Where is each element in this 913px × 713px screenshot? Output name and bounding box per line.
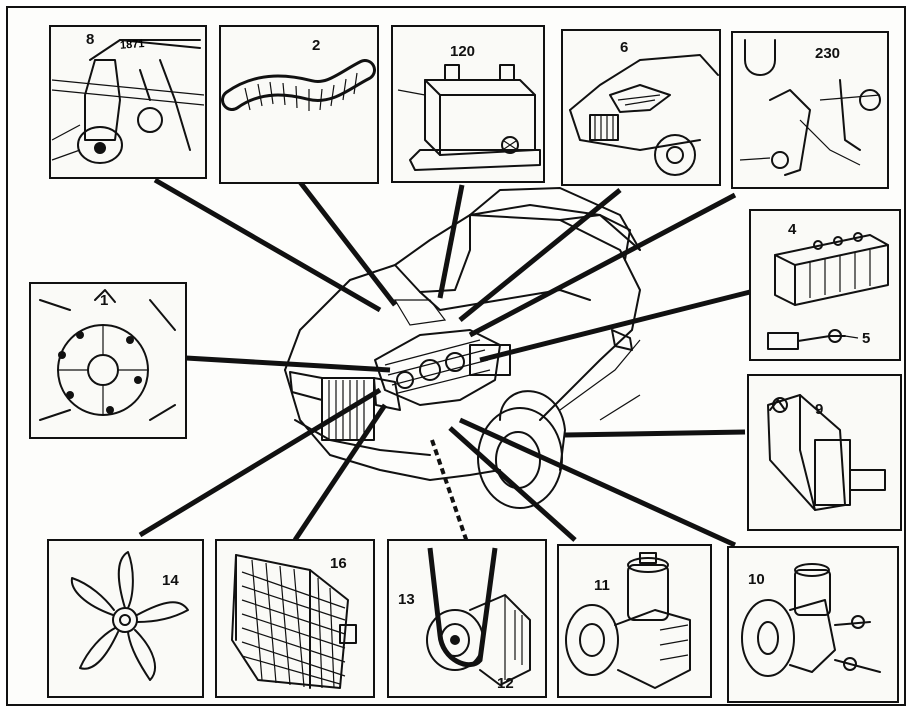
callout-9: 9 — [815, 401, 823, 418]
inset-battery: 120 — [392, 26, 544, 182]
callout-10: 10 — [748, 571, 765, 588]
callout-120: 120 — [450, 43, 475, 60]
mount-marking-text: 1871 — [120, 38, 145, 52]
callout-6: 6 — [620, 39, 628, 56]
inset-bracket: 230 — [732, 32, 888, 188]
callout-14: 14 — [162, 572, 179, 589]
callout-230: 230 — [815, 45, 840, 62]
callout-8: 8 — [86, 31, 94, 48]
callout-11: 11 — [594, 577, 610, 594]
inset-relay-sensor: 4 5 — [750, 210, 900, 360]
inset-radiator: 16 — [216, 540, 374, 697]
inset-reservoir-pump: 10 — [728, 547, 898, 702]
inset-engine-mount: 8 1871 — [50, 26, 206, 178]
callout-13: 13 — [398, 591, 415, 608]
inset-power-steering-pump: 11 — [558, 545, 711, 697]
inset-belt-pulley: 13 12 — [388, 540, 546, 697]
callout-4: 4 — [788, 221, 797, 238]
callout-1: 1 — [100, 292, 108, 309]
leader-lines — [140, 180, 750, 545]
inset-fan: 14 — [48, 540, 203, 697]
callout-2: 2 — [312, 37, 320, 54]
inset-water-pump: 1 — [30, 283, 186, 438]
inset-air-hose: 2 — [220, 26, 378, 183]
inset-car-hood: 6 — [562, 30, 720, 185]
inset-oil-cooler: 9 — [748, 375, 901, 530]
callout-12: 12 — [497, 675, 514, 692]
callout-16: 16 — [330, 555, 347, 572]
callout-5: 5 — [862, 330, 870, 347]
